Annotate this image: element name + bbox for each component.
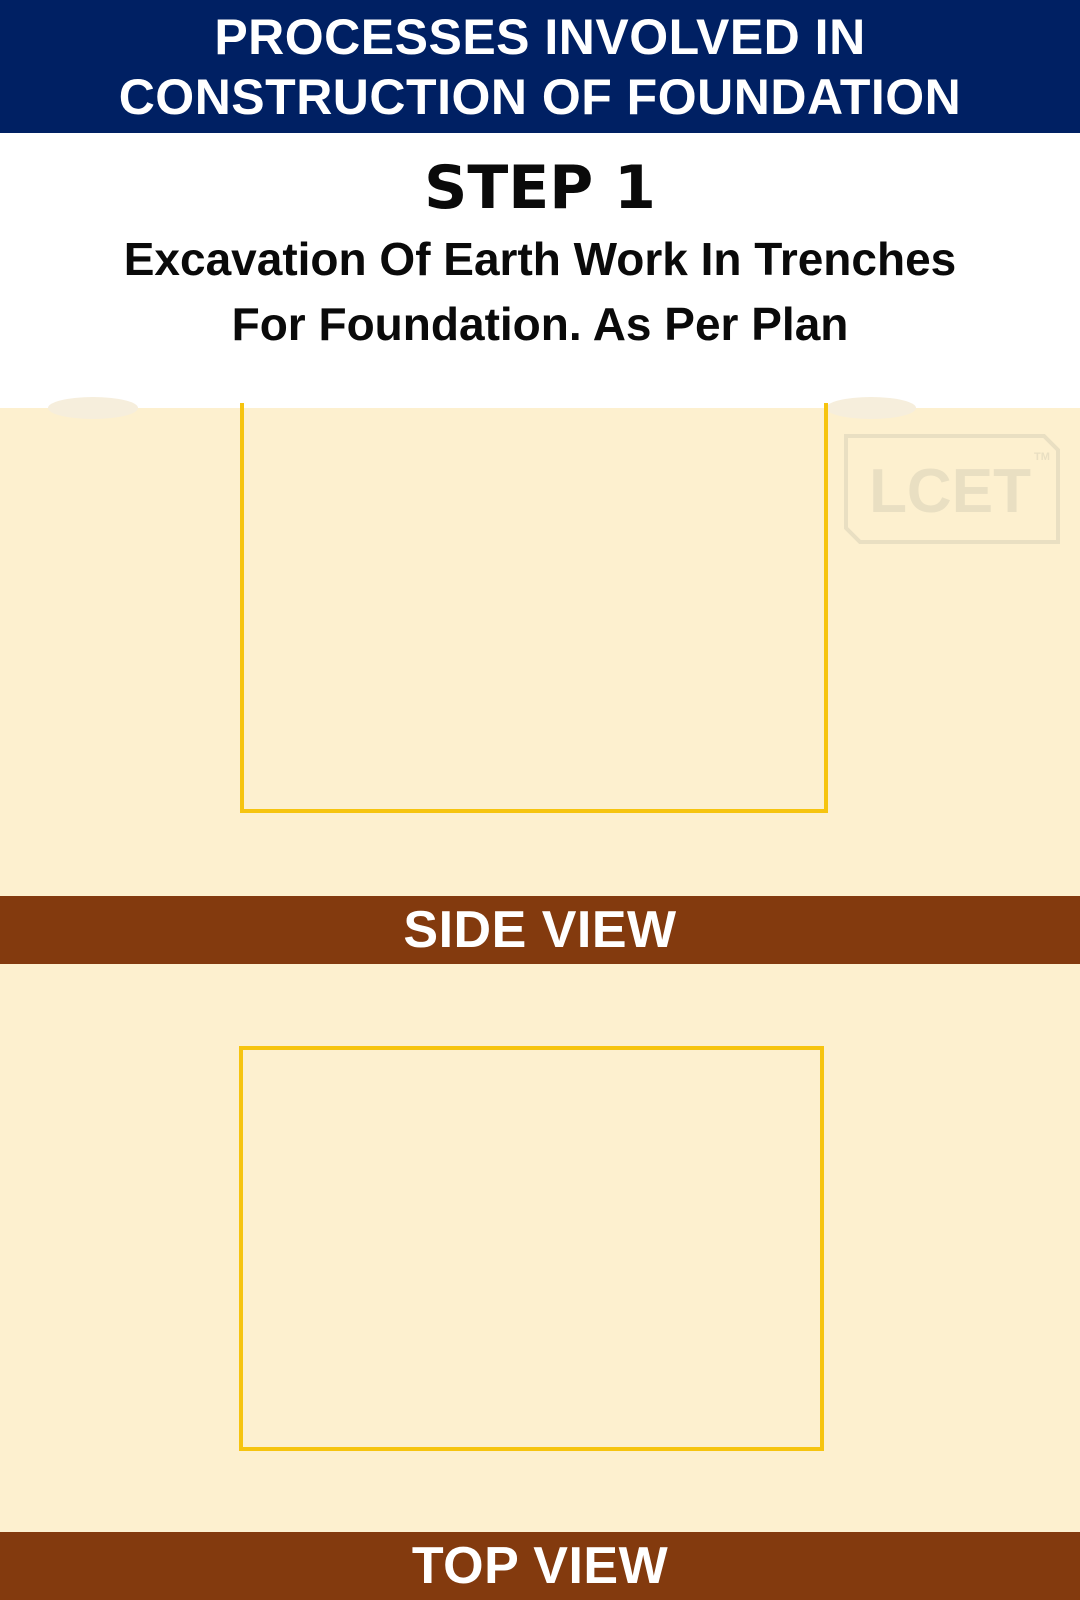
side-view-bar: SIDE VIEW bbox=[0, 896, 1080, 964]
header-title-line-1: PROCESSES INVOLVED IN bbox=[214, 8, 866, 65]
step-description: Excavation Of Earth Work In Trenches For… bbox=[0, 227, 1080, 357]
trench-side-view bbox=[240, 403, 828, 813]
step-description-line-2: For Foundation. As Per Plan bbox=[231, 298, 849, 350]
step-panel: STEP 1 Excavation Of Earth Work In Trenc… bbox=[0, 133, 1080, 408]
top-view-label: TOP VIEW bbox=[411, 1537, 669, 1595]
step-title: STEP 1 bbox=[424, 153, 656, 223]
header-title-line-2: CONSTRUCTION OF FOUNDATION bbox=[118, 68, 962, 125]
top-view-bar: TOP VIEW bbox=[0, 1532, 1080, 1600]
trench-top-view bbox=[239, 1046, 824, 1451]
step-description-line-1: Excavation Of Earth Work In Trenches bbox=[123, 233, 957, 285]
soil-mound-left bbox=[48, 397, 138, 419]
watermark-text: LCET bbox=[869, 457, 1031, 526]
soil-mound-right bbox=[826, 397, 916, 419]
header-banner: PROCESSES INVOLVED IN CONSTRUCTION OF FO… bbox=[0, 0, 1080, 133]
watermark-trademark: TM bbox=[1034, 451, 1050, 463]
side-view-label: SIDE VIEW bbox=[403, 901, 677, 959]
lcet-watermark-logo: LCET TM bbox=[844, 434, 1060, 544]
